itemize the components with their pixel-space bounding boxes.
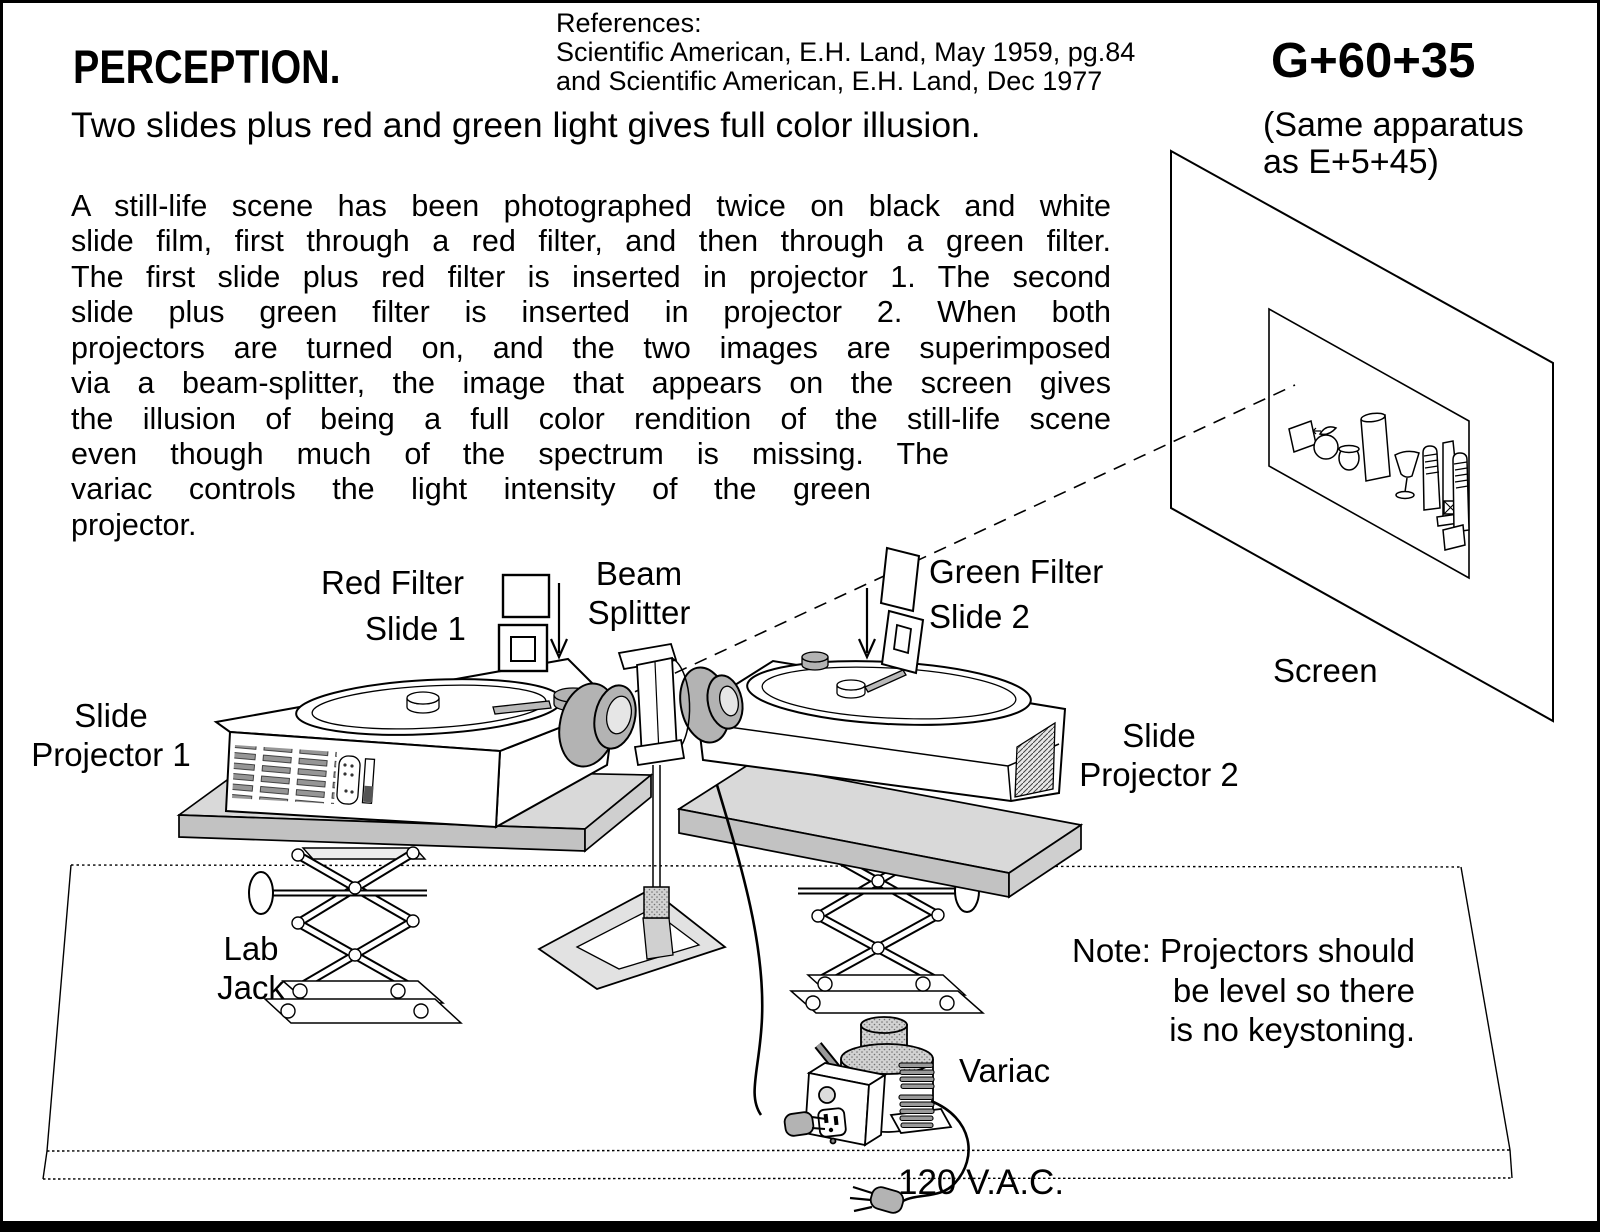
screen-label: Screen (1273, 652, 1378, 689)
beam-splitter-label: Beam Splitter (587, 555, 691, 631)
insertion-arrow-1 (549, 583, 569, 660)
variac-transformer (804, 1016, 953, 1147)
slide-1-label: Slide 1 (365, 610, 466, 647)
power-label: 120 V.A.C. (898, 1163, 1065, 1202)
variac-label: Variac (959, 1052, 1051, 1089)
reference-2: and Scientific American, E.H. Land, Dec … (556, 66, 1103, 96)
apparatus-note: (Same apparatus as E+5+45) (1263, 106, 1524, 181)
slide-projector-1-label: Slide Projector 1 (31, 697, 191, 773)
description-line: the illusion of being a full color rendi… (71, 402, 1111, 436)
subtitle: Two slides plus red and green light give… (71, 105, 981, 145)
slide-2-icon (880, 609, 925, 675)
slide-projector-2-label: Slide Projector 2 (1079, 717, 1239, 793)
slide-projector-2 (679, 651, 1067, 803)
projection-beam-dashed-line (614, 384, 1296, 702)
wall-plug-120vac (849, 1185, 905, 1214)
screen-panel (1170, 149, 1554, 723)
page-title: PERCEPTION. (73, 40, 341, 93)
description-line: even though much of the spectrum is miss… (71, 437, 949, 471)
beam-splitter-assembly (537, 642, 727, 990)
cord-plug-into-variac (783, 1111, 827, 1137)
green-filter-label: Green Filter (929, 553, 1104, 590)
description-line: variac controls the light intensity of t… (71, 472, 871, 506)
projector-2-power-cord (715, 784, 764, 1116)
projector-2-platform (676, 762, 1084, 899)
projected-still-life-image (1288, 412, 1470, 551)
note-text: Note: Projectors should be level so ther… (1071, 932, 1415, 1048)
variac-line-cord (902, 1099, 970, 1203)
table (42, 864, 1513, 1180)
slide-2-label: Slide 2 (929, 598, 1030, 635)
insertion-arrow-2 (857, 588, 877, 660)
description-line: projector. (71, 508, 197, 542)
description-line: slide film, first through a red filter, … (71, 224, 1111, 258)
catalog-number: G+60+35 (1271, 34, 1476, 88)
apparatus-illustration (42, 149, 1554, 1214)
lab-jack-1 (248, 846, 463, 1024)
lab-jack-label: Lab Jack (217, 930, 285, 1006)
reference-1: Scientific American, E.H. Land, May 1959… (556, 37, 1136, 67)
description-line: The first slide plus red filter is inser… (71, 260, 1111, 294)
red-filter-icon (501, 573, 551, 619)
slide-1-icon (497, 623, 549, 673)
red-filter-label: Red Filter (321, 564, 465, 601)
green-filter-icon (879, 546, 921, 613)
description-line: via a beam-splitter, the image that appe… (71, 366, 1111, 400)
slide-projector-1 (213, 657, 637, 829)
description-line: projectors are turned on, and the two im… (71, 331, 1111, 365)
references-heading: References: (556, 8, 702, 38)
description-line: slide plus green filter is inserted in p… (71, 295, 1111, 329)
description-line: A still-life scene has been photographed… (71, 189, 1111, 223)
